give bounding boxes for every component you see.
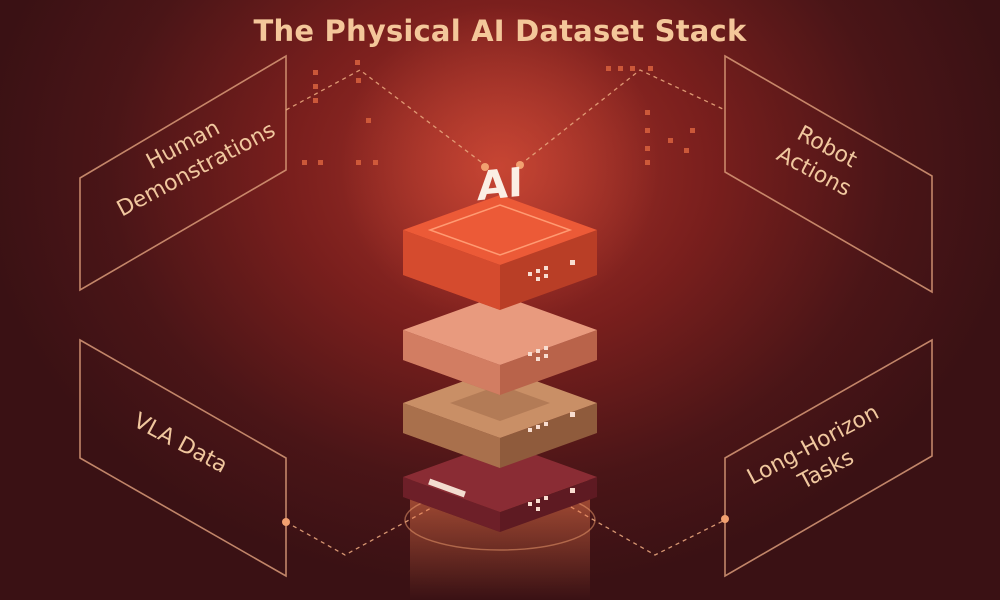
diagram-title: The Physical AI Dataset Stack — [253, 14, 747, 48]
panel-robot-actions — [724, 54, 933, 294]
layer-pixel-marks — [528, 260, 575, 511]
panel-long-horizon-tasks — [724, 338, 933, 578]
stack-layer-1 — [403, 195, 597, 310]
connector-top-right — [519, 69, 726, 166]
connector-bottom-left — [285, 494, 456, 556]
panel-human-demonstrations — [79, 54, 287, 292]
stack-layer-4 — [403, 442, 597, 532]
connector-dot — [481, 163, 489, 171]
stack-layer-3 — [403, 368, 597, 468]
ai-chip-label: AI — [477, 159, 523, 211]
connector-dot — [282, 518, 290, 526]
stack-layer-2 — [403, 295, 597, 395]
connector-dot — [516, 161, 524, 169]
connector-dot — [721, 515, 729, 523]
panel-vla-data — [79, 338, 287, 578]
